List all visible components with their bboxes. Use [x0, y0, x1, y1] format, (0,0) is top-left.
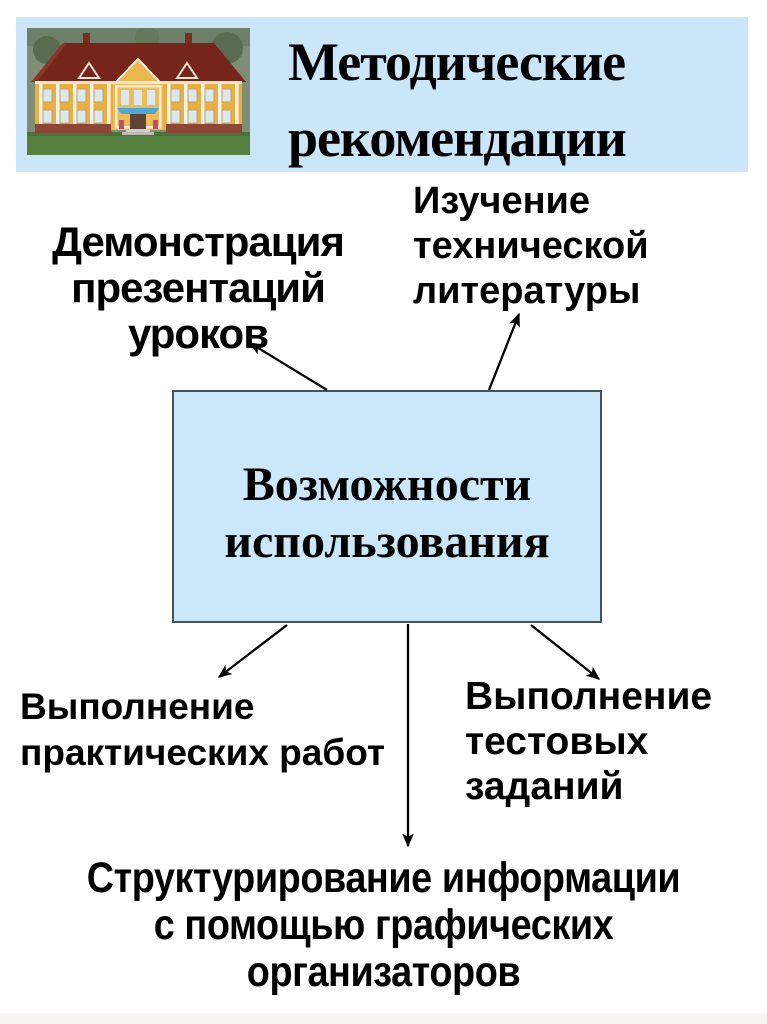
slide-title-line: рекомендации — [288, 108, 627, 168]
label-test-tasks: Выполнение тестовых заданий — [465, 675, 713, 808]
label-literature: Изучение технической литературы — [413, 180, 649, 312]
slide-edge-strip — [0, 1013, 767, 1024]
label-demonstration: Демонстрация презентаций уроков — [52, 218, 345, 357]
arrow-to-top-right-label — [487, 312, 521, 391]
arrow-to-bottom-left-label — [217, 624, 288, 678]
label-structuring-information: Структурирование информации с помощью гр… — [86, 854, 681, 996]
center-box-line: Возможности — [242, 458, 532, 511]
arrow-to-bottom-right-label — [530, 624, 601, 680]
school-building-photo — [27, 28, 250, 155]
slide-title: Методические рекомендации — [288, 24, 738, 176]
center-box-line: использования — [224, 515, 550, 568]
slide-title-line: Методические — [288, 32, 626, 92]
label-practical-works: Выполнение практических работ — [20, 686, 386, 773]
center-box: Возможности использования — [172, 390, 602, 623]
